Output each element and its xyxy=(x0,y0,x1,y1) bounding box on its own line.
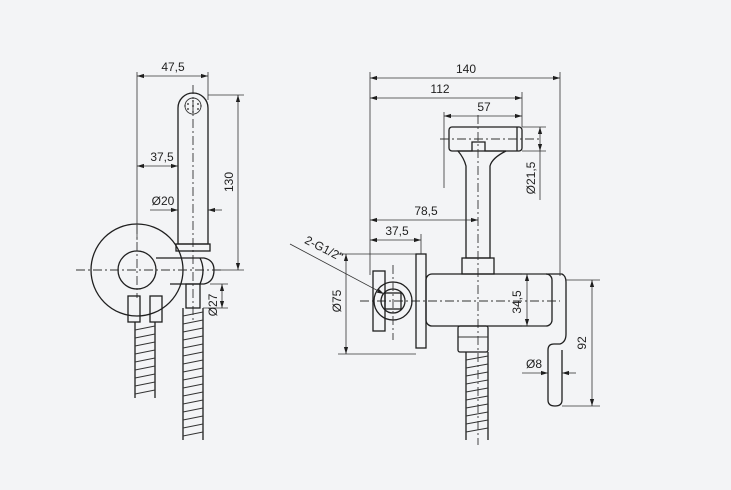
hose-nut-front xyxy=(457,325,489,353)
dim-dia-75: Ø75 xyxy=(330,289,344,312)
hose-nut xyxy=(185,283,201,309)
lever-handle xyxy=(546,273,567,407)
dim-78-5: 78,5 xyxy=(414,204,438,218)
side-view: 47,5 37,5 Ø20 130 Ø27 xyxy=(76,60,244,440)
front-view: 140 112 57 Ø21,5 78,5 37,5 2-G1/2" Ø75 3… xyxy=(289,62,600,445)
handle-collar xyxy=(175,243,211,252)
dim-dia-20: Ø20 xyxy=(152,194,175,208)
right-hose xyxy=(182,308,204,440)
side-dimensions xyxy=(136,72,244,309)
left-coupling xyxy=(127,295,141,323)
left-hose xyxy=(134,322,156,398)
front-hose xyxy=(465,352,489,440)
dim-34-5: 34,5 xyxy=(510,290,524,314)
dim-130: 130 xyxy=(222,172,236,192)
holder-cup xyxy=(199,257,204,285)
dim-37-5: 37,5 xyxy=(150,150,174,164)
dim-dia-21-5: Ø21,5 xyxy=(524,161,538,194)
front-dimensions xyxy=(289,72,600,407)
dim-140: 140 xyxy=(456,62,476,76)
dim-112: 112 xyxy=(430,82,449,96)
dim-47-5: 47,5 xyxy=(161,60,185,74)
dim-thread: 2-G1/2" xyxy=(302,233,345,264)
dim-92: 92 xyxy=(575,336,589,350)
dim-dia-27: Ø27 xyxy=(206,293,220,316)
spray-nozzles xyxy=(184,100,202,113)
dim-37-5-front: 37,5 xyxy=(385,224,409,238)
dim-dia-8: Ø8 xyxy=(526,357,542,371)
hand-shower-body xyxy=(177,92,209,245)
inlet-nut xyxy=(384,292,402,310)
holder-bracket xyxy=(456,141,507,259)
dim-57: 57 xyxy=(477,100,491,114)
valve-body xyxy=(425,273,553,327)
left-coupling-2 xyxy=(149,295,163,323)
holder-arm xyxy=(156,257,215,285)
